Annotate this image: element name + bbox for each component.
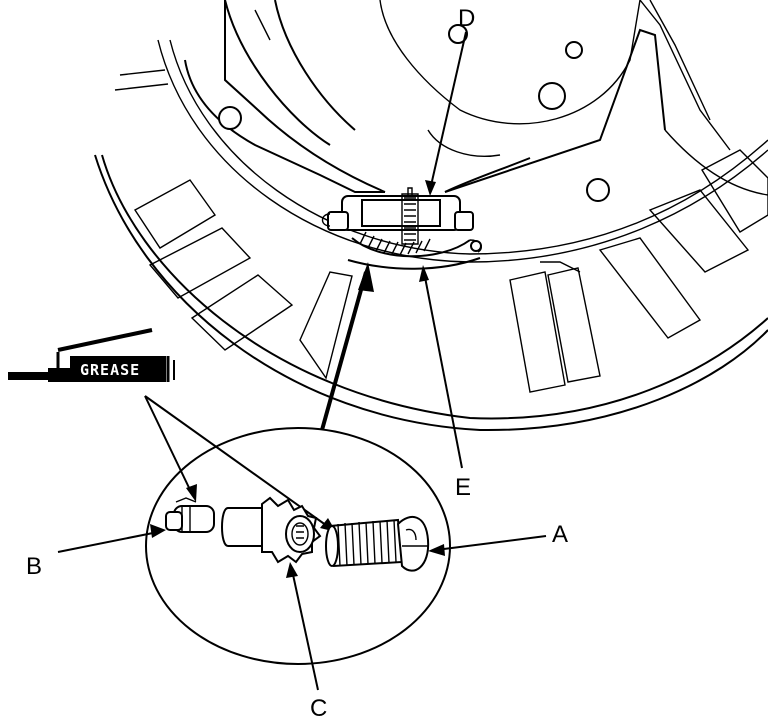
callout-a: A bbox=[428, 521, 568, 556]
hub-hole-large bbox=[538, 82, 566, 110]
detail-circle bbox=[145, 427, 451, 665]
part-c-socket bbox=[221, 496, 322, 564]
hub-hole-small bbox=[565, 41, 583, 59]
label-d: D bbox=[458, 5, 475, 32]
shoe-left-hole bbox=[218, 106, 242, 130]
grease-arrows bbox=[144, 395, 336, 532]
callout-e: E bbox=[419, 265, 471, 501]
hub bbox=[224, 0, 731, 157]
grease-gun-icon: GREASE bbox=[8, 328, 175, 382]
label-c: C bbox=[310, 695, 327, 722]
part-b-pivot-nut bbox=[165, 497, 215, 533]
part-a-bolt bbox=[325, 515, 430, 572]
backing-plate bbox=[94, 39, 768, 432]
callout-c: C bbox=[286, 562, 327, 722]
callout-b: B bbox=[26, 524, 166, 580]
brake-shoes bbox=[184, 0, 768, 202]
grease-label: GREASE bbox=[80, 361, 140, 379]
label-a: A bbox=[552, 521, 568, 548]
detail-leader-arrow bbox=[320, 262, 374, 431]
grease-label-box bbox=[70, 356, 166, 382]
label-e: E bbox=[455, 474, 471, 501]
shoe-right-hole bbox=[586, 178, 610, 202]
label-b: B bbox=[26, 553, 42, 580]
installed-adjuster bbox=[321, 187, 581, 273]
callout-d: D bbox=[425, 5, 475, 196]
hub-hole-top bbox=[448, 24, 468, 44]
